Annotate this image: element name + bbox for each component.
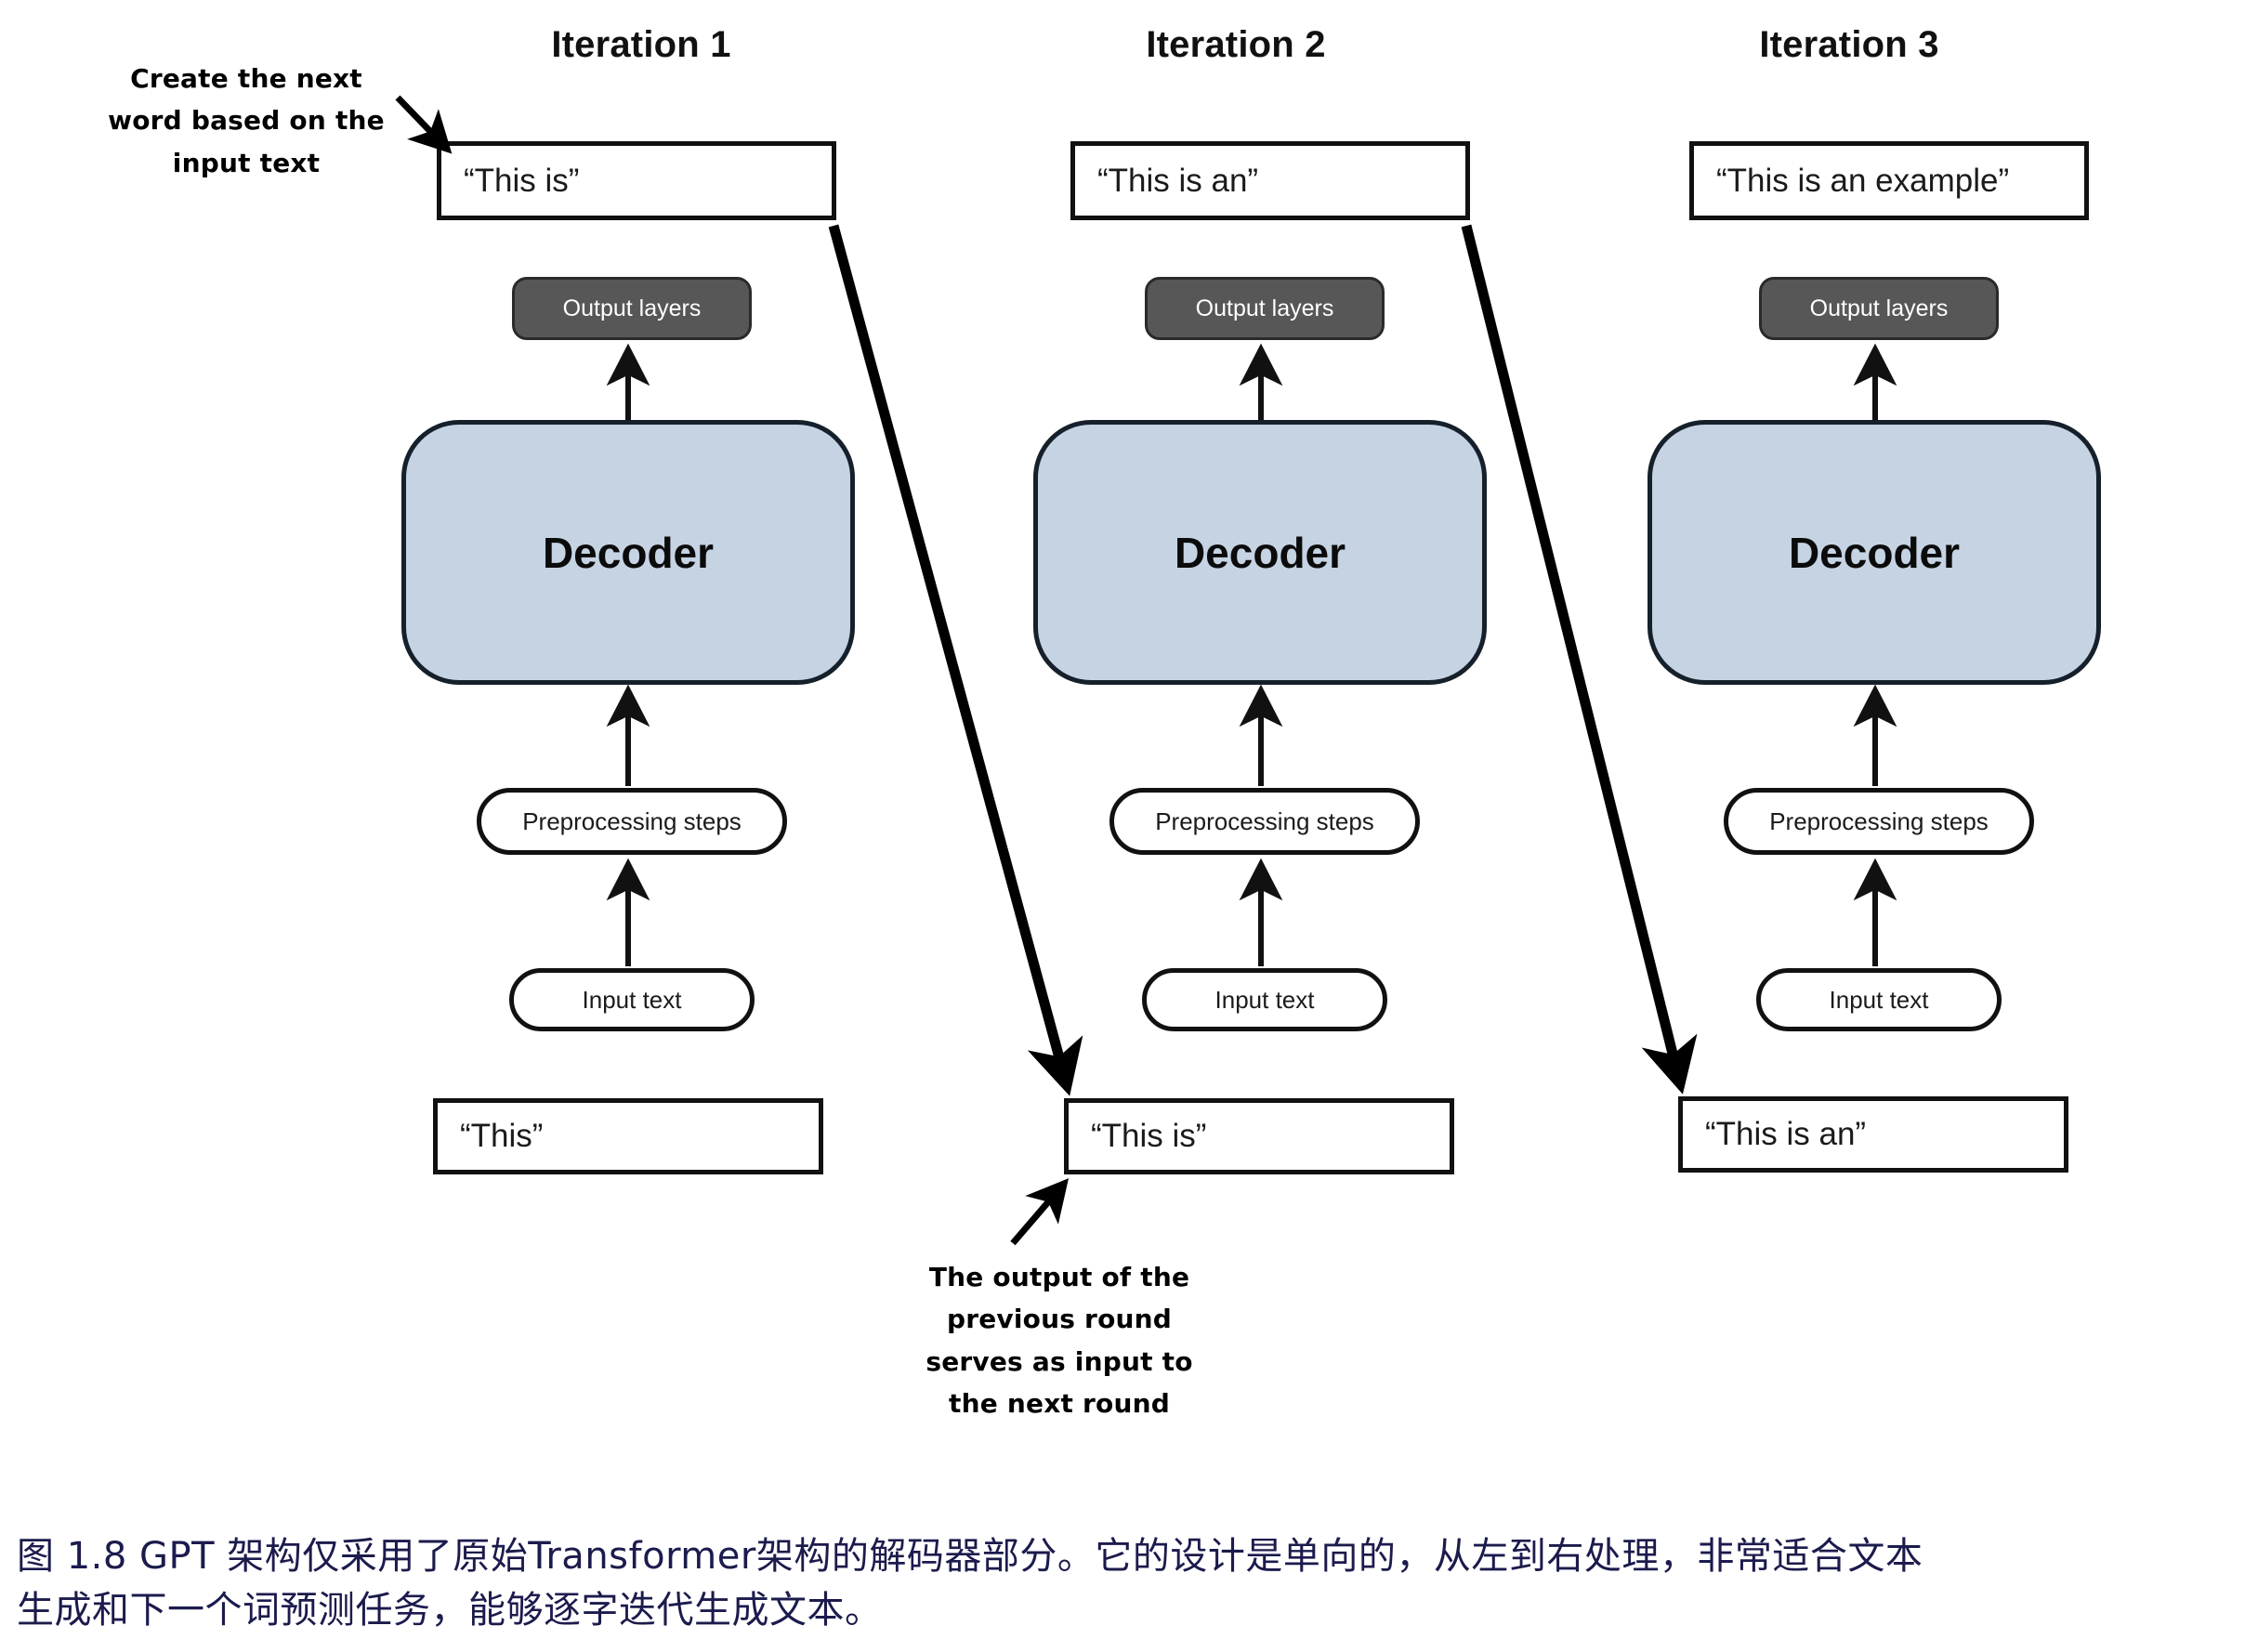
input-string-box-iteration-1: “This”: [433, 1098, 823, 1174]
output-layers-box-iteration-2: Output layers: [1145, 277, 1385, 340]
decoder-box-iteration-1: Decoder: [401, 420, 855, 685]
figure-caption: 图 1.8 GPT 架构仅采用了原始Transformer架构的解码器部分。它的…: [17, 1529, 2247, 1637]
input-text-box-iteration-1: Input text: [509, 968, 755, 1031]
input-text-box-iteration-2: Input text: [1142, 968, 1387, 1031]
arrow-iteration-2-output-to-iteration-3-input: [1461, 224, 1698, 1095]
figure-caption-line-2: 生成和下一个词预测任务，能够逐字迭代生成文本。: [17, 1589, 883, 1632]
output-string-box-iteration-1: “This is”: [437, 141, 836, 220]
output-string-box-iteration-3: “This is an example”: [1689, 141, 2089, 220]
annotation-create-next-word: Create the next word based on the input …: [102, 58, 390, 184]
output-string-box-iteration-2: “This is an”: [1070, 141, 1470, 220]
decoder-box-iteration-2: Decoder: [1033, 420, 1487, 685]
annotation-create-line-1: Create the next: [130, 63, 362, 94]
annotation-feed-line-4: the next round: [949, 1388, 1170, 1420]
column-title-iteration-1: Iteration 1: [551, 23, 731, 65]
annotation-feed-line-3: serves as input to: [926, 1345, 1193, 1377]
annotation-feed-line-2: previous round: [946, 1304, 1173, 1335]
preprocessing-steps-box-iteration-1: Preprocessing steps: [477, 788, 787, 855]
figure-caption-line-1: 图 1.8 GPT 架构仅采用了原始Transformer架构的解码器部分。它的…: [17, 1535, 1923, 1578]
annotation-create-line-3: input text: [172, 147, 321, 178]
column-title-iteration-2: Iteration 2: [1146, 23, 1326, 65]
input-string-box-iteration-3: “This is an”: [1678, 1096, 2068, 1173]
annotation-output-feeds-next-round: The output of the previous round serves …: [915, 1256, 1203, 1424]
input-text-box-iteration-3: Input text: [1756, 968, 2002, 1031]
output-layers-box-iteration-3: Output layers: [1759, 277, 1999, 340]
arrow-iteration-1-output-to-iteration-2-input: [828, 224, 1083, 1096]
input-string-box-iteration-2: “This is”: [1064, 1098, 1454, 1174]
decoder-box-iteration-3: Decoder: [1648, 420, 2101, 685]
output-layers-box-iteration-1: Output layers: [512, 277, 752, 340]
preprocessing-steps-box-iteration-2: Preprocessing steps: [1109, 788, 1420, 855]
annotation-feed-line-1: The output of the: [928, 1262, 1190, 1292]
column-title-iteration-3: Iteration 3: [1759, 23, 1939, 65]
arrow-annotation-output-feeds-next-round: [1010, 1178, 1070, 1246]
preprocessing-steps-box-iteration-3: Preprocessing steps: [1724, 788, 2034, 855]
annotation-create-line-2: word based on the: [108, 105, 385, 137]
